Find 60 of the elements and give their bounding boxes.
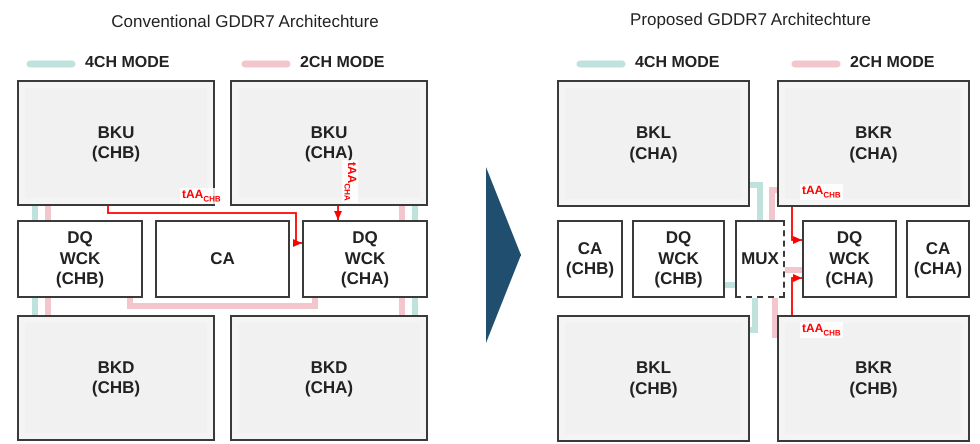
block-label: BKL (CHA): [629, 123, 678, 164]
interface-block: [802, 220, 897, 298]
memory-bank-block: [230, 315, 428, 441]
memory-bank-block: [17, 315, 215, 441]
data-path-line: [399, 298, 405, 315]
data-path-line: [127, 298, 318, 309]
data-path-line: [750, 298, 758, 333]
interface-block: [302, 220, 428, 298]
interface-block: [632, 220, 725, 298]
block-label: DQ WCK (CHB): [56, 228, 104, 290]
legend-label: 2CH MODE: [300, 54, 384, 72]
interface-block: [906, 220, 970, 298]
data-path-line: [785, 267, 802, 273]
memory-bank-block: [557, 80, 750, 207]
block-label: CA: [210, 248, 235, 270]
interface-block: [155, 220, 290, 298]
interface-block: [557, 220, 623, 298]
data-path-line: [412, 206, 418, 220]
data-path-line: [725, 282, 735, 288]
mux-block: [735, 220, 785, 298]
block-label: CA (CHA): [914, 238, 962, 280]
edge-label: tAA$_{CHB}$: [180, 188, 223, 204]
memory-bank-block: [777, 315, 970, 442]
data-path-line: [412, 298, 418, 315]
chevron-arrow: [486, 167, 521, 343]
block-label: BKU (CHB): [92, 122, 140, 164]
block-label: BKD (CHA): [304, 358, 354, 398]
block-label: MUX: [741, 248, 779, 270]
memory-bank-block: [557, 315, 750, 442]
latency-arrow: [791, 207, 802, 244]
legend-label: 2CH MODE: [850, 54, 934, 72]
data-path-line: [45, 206, 51, 220]
data-path-line: [32, 298, 38, 315]
data-path-line: [772, 298, 778, 338]
data-path-line: [32, 206, 38, 220]
block-label: BKR (CHB): [849, 358, 898, 399]
data-path-line: [45, 298, 51, 315]
block-label: BKL (CHB): [629, 358, 678, 399]
legend-label: 4CH MODE: [85, 54, 170, 72]
block-label: BKU (CHA): [304, 122, 354, 162]
data-path-line: [769, 187, 777, 220]
block-label: BKR (CHA): [849, 123, 898, 164]
data-path-line: [399, 206, 405, 220]
latency-arrow: [791, 274, 802, 315]
data-path-line: [750, 182, 763, 220]
panel-title: Conventional GDDR7 Architechture: [110, 12, 380, 32]
panel-title: Proposed GDDR7 Architechture: [629, 10, 872, 30]
legend-label: 4CH MODE: [635, 54, 720, 72]
memory-bank-block: [777, 80, 970, 207]
block-label: CA (CHB): [566, 238, 614, 280]
latency-arrow: [334, 206, 342, 220]
interface-block: [17, 220, 143, 298]
block-label: DQ WCK (CHA): [825, 228, 874, 290]
edge-label: tAA$_{CHB}$: [800, 184, 843, 200]
block-label: BKD (CHB): [92, 358, 140, 398]
block-label: DQ WCK (CHB): [654, 228, 703, 290]
latency-arrow: [107, 206, 302, 247]
block-label: DQ WCK (CHA): [340, 228, 390, 290]
memory-bank-block: [230, 80, 428, 206]
edge-label: tAA$_{CHB}$: [800, 322, 843, 338]
